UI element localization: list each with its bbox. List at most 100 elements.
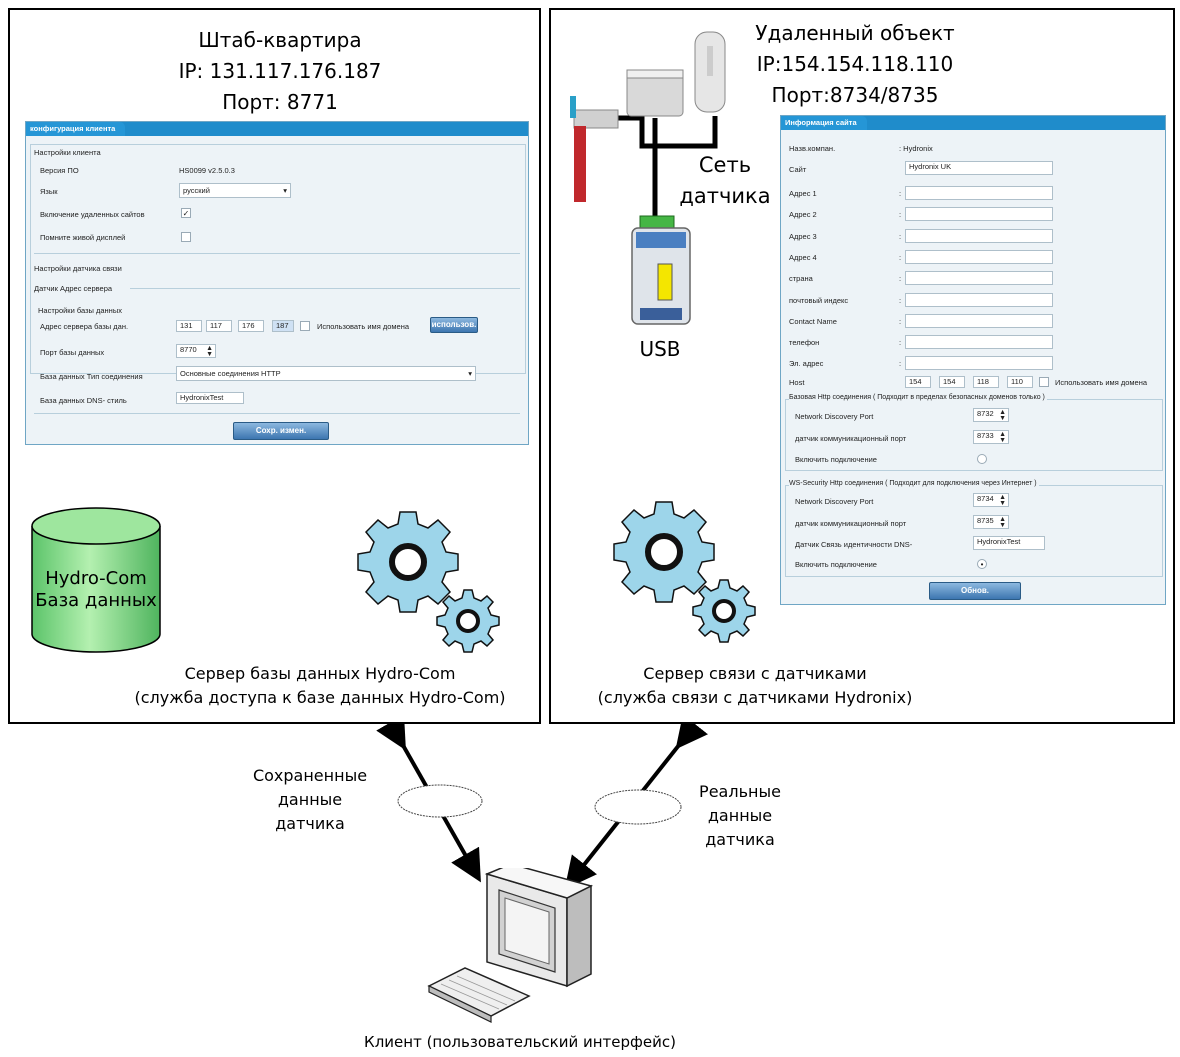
tab-bar [26,122,528,136]
spinner-icon: ▲▼ [999,516,1006,529]
stored-data-line-1: Сохраненные [252,766,368,785]
spinner-icon: ▲▼ [999,431,1006,444]
sensor-moisture-icon [626,69,684,117]
spinner-icon: ▲▼ [999,409,1006,422]
host-octet-2[interactable]: 154 [939,376,965,388]
db-ip-octet-1[interactable]: 131 [176,320,202,332]
dns-input[interactable]: HydronixTest [176,392,244,404]
hq-caption-line-2: (служба доступа к базе данных Hydro-Com) [134,688,506,707]
site-field-input[interactable] [905,313,1053,328]
basic-enable-label: Включить подключение [795,455,877,464]
conn-type-label: База данных Тип соединения [40,372,143,381]
spinner-icon: ▲▼ [206,345,213,358]
db-port-input[interactable]: 8770 ▲▼ [176,344,216,358]
hq-port: Порт: 8771 [222,90,338,114]
basic-enable-radio[interactable] [977,454,987,464]
save-button[interactable]: Сохр. измен. [233,422,329,440]
site-field-input[interactable] [905,271,1053,286]
db-ip-octet-4[interactable]: 187 [272,320,294,332]
field-separator: : [899,189,902,198]
live-display-checkbox[interactable] [181,232,191,242]
update-button[interactable]: Обнов. [929,582,1021,600]
site-label: Сайт [789,165,807,174]
site-field-input[interactable] [905,249,1053,264]
host-domain-label: Использовать имя домена [1055,378,1148,387]
field-separator: : [899,274,902,284]
use-button[interactable]: использов. [430,317,478,333]
remote-caption-line-2: (служба связи с датчиками Hydronix) [597,688,913,707]
stored-data-line-2: данные [277,790,343,809]
remote-sites-label: Включение удаленных сайтов [40,210,145,219]
site-field-input[interactable] [905,335,1053,350]
sensor-comm-settings-label: Настройки датчика связи [34,264,122,273]
use-domain-label: Использовать имя домена [317,322,410,331]
db-ip-octet-2[interactable]: 117 [206,320,232,332]
tab-bar [781,116,1165,130]
ws-discovery-input[interactable]: 8734 ▲▼ [973,493,1009,507]
dns-label: База данных DNS- стиль [40,396,127,405]
hq-title: Штаб-квартира IP: 131.117.176.187 Порт: … [160,25,400,118]
database-label-line-2: База данных [35,590,157,611]
conn-type-select[interactable]: Основные соединения HTTP ▾ [176,366,476,381]
remote-sites-checkbox[interactable]: ✓ [181,208,191,218]
hq-name: Штаб-квартира [198,28,362,52]
site-field-input[interactable] [905,186,1053,200]
site-field-input[interactable] [905,356,1053,371]
sensor-network-label: Сеть датчика [675,150,775,212]
host-octet-1[interactable]: 154 [905,376,931,388]
field-separator: : [899,210,902,220]
site-field-label: почтовый индекс [789,295,849,305]
language-label: Язык [40,187,58,196]
remote-title: Удаленный объект IP:154.154.118.110 Порт… [740,18,970,111]
ws-identity-input[interactable]: HydronixTest [973,536,1045,550]
remote-port: Порт:8734/8735 [771,83,939,107]
live-data-label: Реальные данные датчика [680,780,800,852]
keyboard-icon [427,967,531,1023]
ws-enable-label: Включить подключение [795,560,877,569]
site-input[interactable]: Hydronix UK [905,161,1053,175]
ws-enable-radio[interactable]: • [977,559,987,569]
site-field-input[interactable] [905,207,1053,222]
remote-ip: IP:154.154.118.110 [756,52,954,76]
database-label-line-1: Hydro-Com [45,568,147,589]
client-settings-group [30,144,526,374]
conn-type-value: Основные соединения HTTP [180,369,281,378]
sensor-server-address-label: Датчик Адрес сервера [34,284,113,293]
usb-module-icon [631,227,691,325]
field-separator: : [899,359,902,369]
field-separator: : [899,295,902,305]
basic-http-group-title: Базовая Http соединения ( Подходит в пре… [789,394,1047,401]
host-octet-4[interactable]: 110 [1007,376,1033,388]
language-select[interactable]: русский ▾ [179,183,291,198]
use-domain-checkbox[interactable] [300,321,310,331]
basic-discovery-value: 8732 [977,409,994,418]
ws-comm-input[interactable]: 8735 ▲▼ [973,515,1009,529]
site-field-input[interactable] [905,228,1053,243]
site-field-input[interactable] [905,292,1053,307]
company-value: : Hydronix [899,144,933,153]
hq-caption-line-1: Сервер базы данных Hydro-Com [184,664,456,683]
ws-discovery-value: 8734 [977,494,994,503]
field-separator: : [899,338,902,348]
host-domain-checkbox[interactable] [1039,377,1049,387]
ws-comm-label: датчик коммуникационный порт [795,519,907,528]
basic-comm-input[interactable]: 8733 ▲▼ [973,430,1009,444]
db-port-label: Порт базы данных [40,348,105,357]
computer-icon [427,868,594,1023]
sensor-network-line-2: датчика [679,184,771,208]
tab-site-info[interactable]: Информация сайта [781,116,867,130]
remote-name: Удаленный объект [755,21,955,45]
site-field-label: Адрес 2 [789,210,817,220]
live-data-line-2: данные [707,806,773,825]
ws-comm-value: 8735 [977,516,994,525]
gear-icon [613,501,756,643]
basic-discovery-input[interactable]: 8732 ▲▼ [973,408,1009,422]
client-config-dialog: конфигурация клиента Настройки клиента В… [25,121,529,445]
tab-client-config[interactable]: конфигурация клиента [26,122,126,136]
field-separator: : [899,231,902,241]
live-display-label: Помните живой дисплей [40,233,126,242]
database-icon [31,507,161,653]
remote-caption: Сервер связи с датчиками (служба связи с… [560,662,950,710]
host-octet-3[interactable]: 118 [973,376,999,388]
db-ip-octet-3[interactable]: 176 [238,320,264,332]
